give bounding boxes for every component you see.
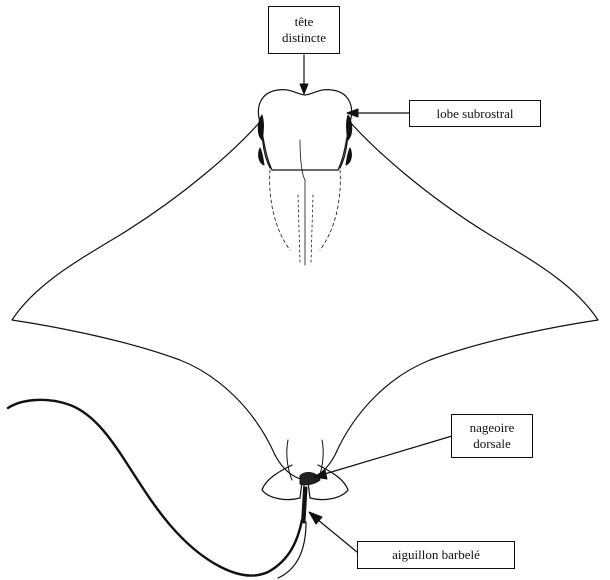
head-outline [258, 90, 351, 170]
label-nageoire-line1: nageoire [470, 420, 515, 436]
gill-mark-right [346, 148, 351, 165]
leader-nageoire [318, 436, 452, 476]
label-nageoire-dorsale: nageoire dorsale [451, 414, 533, 458]
label-nageoire-line2: dorsale [473, 436, 511, 452]
label-lobe-subrostral: lobe subrostral [409, 100, 541, 127]
label-aiguillon-barbele: aiguillon barbelé [357, 541, 515, 569]
back-ridge-left [270, 170, 290, 250]
arrowhead-tete [300, 84, 308, 94]
label-tete-line2: distincte [282, 30, 326, 46]
dorsal-fin [300, 473, 320, 485]
spine-line-3 [311, 195, 313, 262]
barbed-spine [304, 488, 306, 522]
center-ridge [300, 140, 305, 180]
label-tete-line1: tête [295, 14, 314, 30]
whip-tail [8, 400, 302, 576]
label-lobe-text: lobe subrostral [437, 106, 514, 122]
gill-mark-left [259, 148, 264, 165]
spine-line-2 [298, 195, 300, 262]
label-tete-distincte: tête distincte [268, 6, 340, 54]
back-ridge-right [320, 170, 340, 250]
label-aiguillon-text: aiguillon barbelé [392, 547, 480, 563]
pelvic-fin-left [262, 465, 302, 500]
